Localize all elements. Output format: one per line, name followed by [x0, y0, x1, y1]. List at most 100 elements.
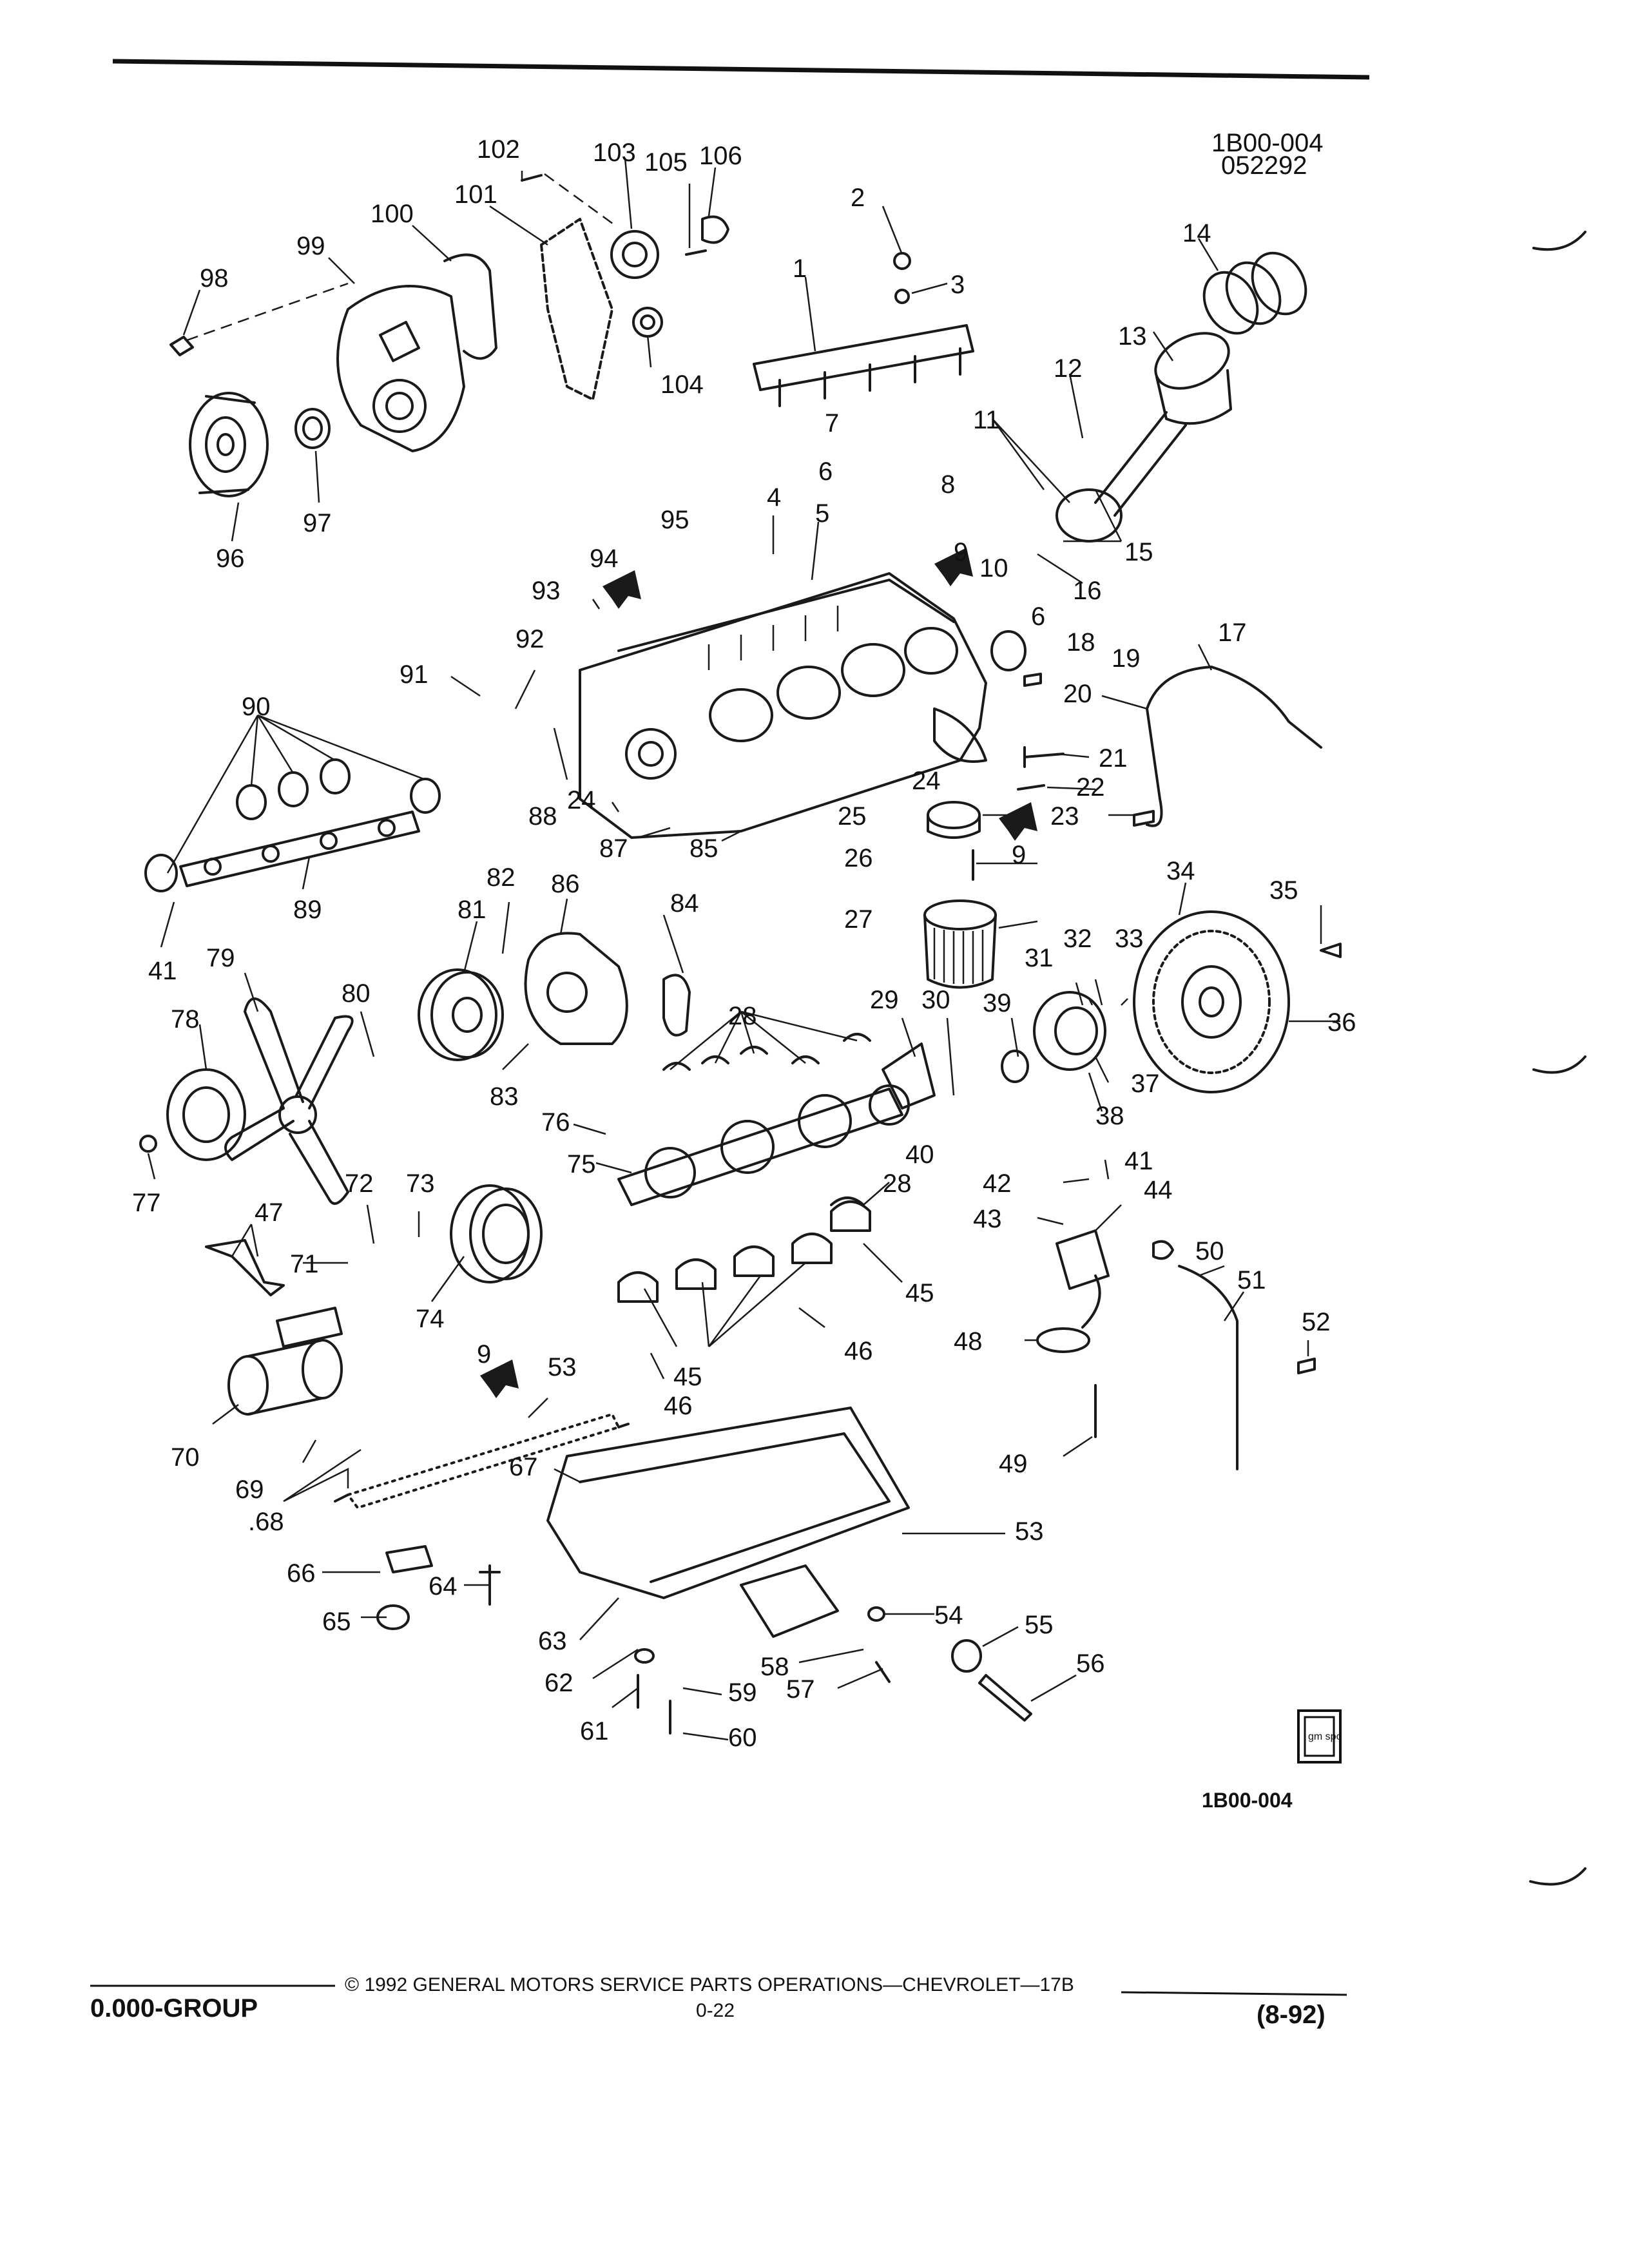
timing-cover-part	[336, 285, 465, 452]
direction-arrow	[602, 570, 641, 609]
callout-79: 79	[206, 944, 235, 972]
callout-76: 76	[541, 1108, 570, 1137]
callout-70: 70	[171, 1443, 200, 1472]
callout-45a: 45	[905, 1279, 934, 1307]
gm-spo-logo: gm spo	[1297, 1709, 1342, 1763]
callout-3: 3	[950, 271, 965, 299]
callout-97: 97	[303, 509, 332, 537]
callout-65: 65	[322, 1608, 351, 1636]
callout-102: 102	[477, 135, 520, 164]
callout-45b: 45	[673, 1363, 702, 1391]
direction-arrow	[999, 802, 1037, 841]
camshaft-part	[179, 811, 420, 887]
callout-32: 32	[1063, 925, 1092, 953]
callout-80: 80	[342, 979, 371, 1008]
direction-arrow	[934, 548, 973, 586]
callout-78: 78	[171, 1005, 200, 1033]
front-seal-part	[294, 408, 331, 449]
callout-77: 77	[132, 1189, 161, 1217]
callout-44: 44	[1144, 1176, 1173, 1204]
thrust-plate-part	[701, 215, 729, 244]
callout-103: 103	[593, 139, 636, 167]
callout-38: 38	[1095, 1102, 1124, 1130]
water-pump-pulley-part	[418, 968, 504, 1061]
gm-spo-logo-text: gm spo	[1308, 1731, 1342, 1742]
oil-pan-part	[546, 1407, 910, 1638]
callout-27: 27	[844, 905, 873, 934]
callout-43: 43	[973, 1205, 1002, 1233]
oil-pan-gasket-part	[334, 1413, 630, 1509]
date-code: 052292	[1221, 151, 1307, 180]
callout-62: 62	[545, 1669, 574, 1697]
callout-16: 16	[1073, 577, 1102, 605]
callout-100: 100	[371, 200, 414, 228]
callout-20: 20	[1063, 680, 1092, 708]
callout-21: 21	[1099, 744, 1128, 773]
cooling-fan-part	[224, 997, 354, 1205]
callout-39: 39	[983, 989, 1012, 1017]
callout-101: 101	[454, 180, 497, 209]
callout-59: 59	[728, 1678, 757, 1707]
callout-13: 13	[1118, 322, 1147, 351]
flywheel-part	[1133, 910, 1290, 1093]
top-rule	[112, 59, 1370, 80]
callout-10: 10	[979, 554, 1008, 582]
engine-block-part	[579, 572, 987, 839]
piston-part	[1154, 332, 1232, 425]
callout-29: 29	[870, 986, 899, 1014]
callout-53b: 53	[1015, 1517, 1044, 1546]
harmonic-balancer-part	[189, 392, 269, 497]
callout-63: 63	[538, 1627, 567, 1655]
water-pump-part	[524, 932, 628, 1045]
main-bearing-caps-part	[617, 1200, 871, 1303]
callout-104: 104	[660, 370, 704, 399]
crank-sprocket-part	[632, 307, 663, 338]
page-number: 0-22	[696, 2000, 735, 2021]
callout-74: 74	[416, 1305, 445, 1333]
footer-rule-right	[1121, 1991, 1347, 1996]
callout-95: 95	[660, 506, 689, 534]
callout-labels: 1 2 3 4 5 6 6 7 8 9 9 9 9 10 11 12 13 14…	[132, 135, 1356, 1752]
callout-57: 57	[786, 1675, 815, 1704]
callout-1: 1	[793, 255, 807, 283]
callout-56: 56	[1076, 1649, 1105, 1678]
oil-filter-part	[923, 899, 997, 989]
callout-41a: 41	[1124, 1147, 1153, 1175]
callout-54: 54	[934, 1601, 963, 1629]
callout-75: 75	[567, 1150, 596, 1178]
callout-41b: 41	[148, 957, 177, 985]
callout-58: 58	[760, 1653, 789, 1681]
callout-92: 92	[516, 625, 545, 653]
callout-67: 67	[509, 1453, 538, 1481]
callout-66: 66	[287, 1559, 316, 1588]
callout-85: 85	[689, 834, 718, 863]
callout-84: 84	[670, 889, 699, 918]
callout-9c: 9	[477, 1340, 491, 1369]
dipstick-tube-part	[1152, 1240, 1239, 1470]
callout-89: 89	[293, 896, 322, 924]
binder-mark	[1529, 1867, 1586, 1886]
oil-filter-adapter-part	[927, 801, 981, 839]
callout-71: 71	[290, 1250, 319, 1278]
callout-40: 40	[905, 1140, 934, 1169]
crankshaft-part	[617, 1084, 910, 1206]
callout-34: 34	[1166, 857, 1195, 885]
edition-label: (8-92)	[1257, 2001, 1325, 2029]
callout-19: 19	[1112, 644, 1141, 673]
water-pump-gasket-part	[662, 974, 691, 1037]
callout-35: 35	[1269, 876, 1298, 905]
starter-motor-part	[227, 1307, 343, 1416]
callout-99: 99	[296, 232, 325, 260]
callout-28a: 28	[728, 1002, 757, 1030]
callout-33: 33	[1115, 925, 1144, 953]
callout-36: 36	[1327, 1008, 1356, 1037]
callout-2: 2	[851, 184, 865, 212]
fan-clutch-part	[166, 1068, 246, 1161]
callout-88: 88	[528, 802, 557, 831]
binder-mark	[1532, 231, 1586, 251]
callout-90: 90	[242, 693, 271, 721]
rear-seal-retainer-part	[1033, 991, 1106, 1071]
cam-bearing-set-part	[144, 758, 441, 892]
callout-46b: 46	[664, 1392, 693, 1420]
